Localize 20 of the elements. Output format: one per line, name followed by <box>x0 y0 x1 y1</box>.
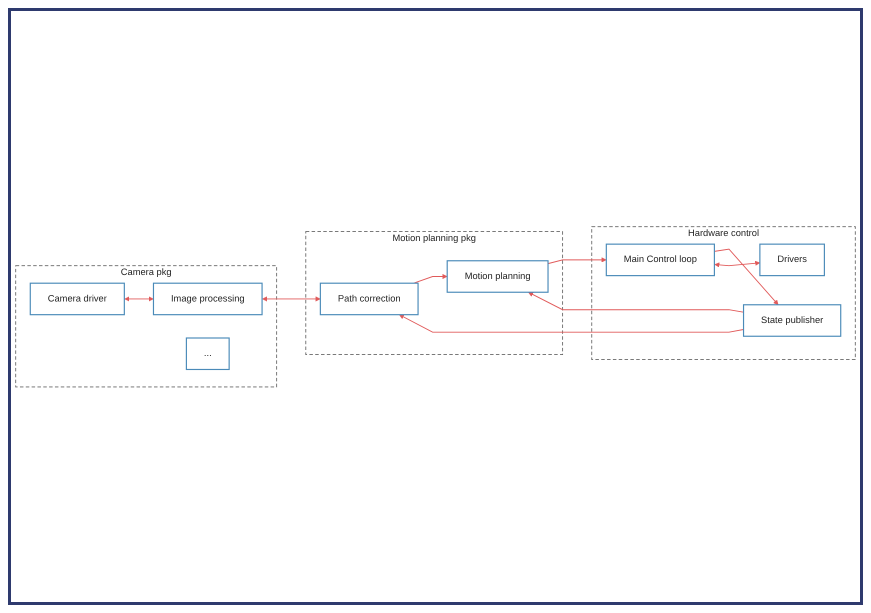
arrow <box>262 296 321 302</box>
node-box <box>446 260 549 292</box>
node-box <box>759 243 825 276</box>
node-box <box>186 337 230 370</box>
node-box <box>606 243 715 276</box>
cluster <box>15 264 278 388</box>
arrow <box>714 260 760 268</box>
cluster <box>305 230 564 355</box>
arrow <box>413 274 448 284</box>
arrow <box>714 248 778 305</box>
arrow <box>399 314 744 332</box>
node-box <box>320 282 419 315</box>
arrow <box>548 257 607 264</box>
node-box <box>152 282 263 315</box>
diagram-frame: Hardware control Motion planning pkg Camera pkg Camera driver Image processing ... Motion planning Path correction State publisher Main Control loop Drivers <box>8 8 863 605</box>
arrow <box>124 296 154 302</box>
cluster <box>591 226 856 360</box>
arrow <box>528 292 744 312</box>
node-box <box>30 282 125 315</box>
node-box <box>742 304 842 337</box>
